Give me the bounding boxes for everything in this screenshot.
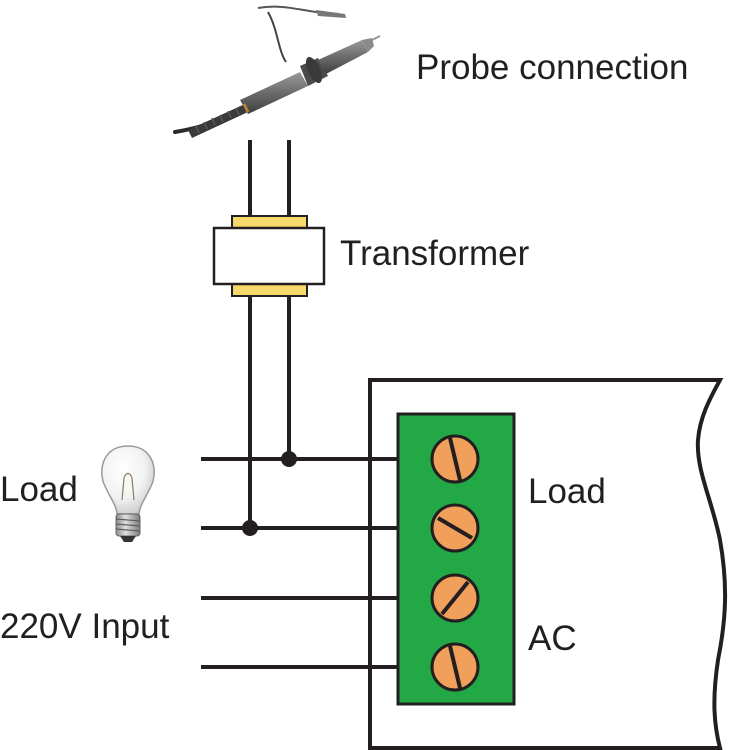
screw-terminal-icon xyxy=(430,434,480,484)
transformer-label: Transformer xyxy=(340,234,530,273)
light-bulb-icon xyxy=(101,445,155,542)
screw-terminal-icon xyxy=(430,642,480,692)
input-label: 220V Input xyxy=(0,607,170,646)
junction-dot xyxy=(242,520,258,536)
probe-connection-label: Probe connection xyxy=(416,48,689,87)
screw-terminal-icon xyxy=(430,503,480,553)
field-wires xyxy=(201,457,398,669)
screw-terminal-icon xyxy=(430,573,480,623)
transformer-symbol xyxy=(212,215,326,297)
junction-dot xyxy=(281,451,297,467)
load-label: Load xyxy=(0,470,78,509)
oscilloscope-probe-icon xyxy=(173,5,381,138)
load-terminal-label: Load xyxy=(528,472,606,511)
ac-terminal-label: AC xyxy=(528,619,577,658)
probe-wires xyxy=(248,140,291,528)
